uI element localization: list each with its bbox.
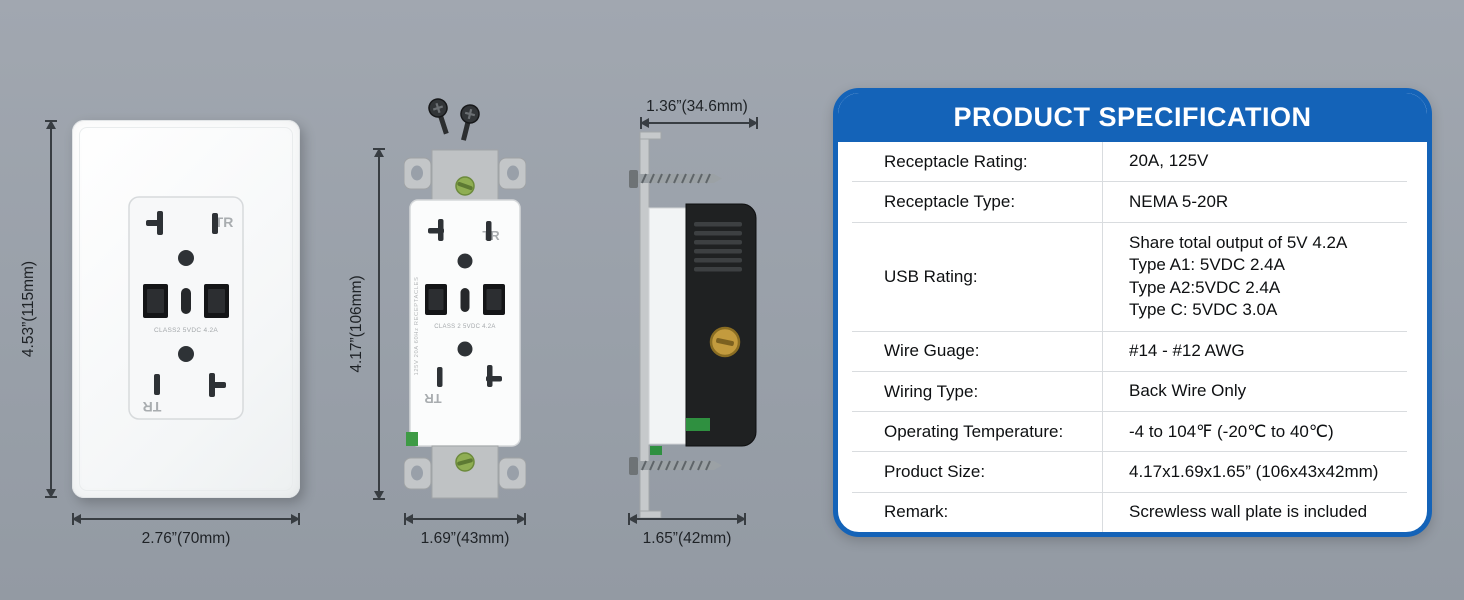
ground-terminal — [686, 418, 710, 431]
spec-label: Wiring Type: — [884, 381, 979, 401]
spec-row: Receptacle Type: NEMA 5-20R — [852, 182, 1407, 223]
side-width-dimension-line — [628, 513, 746, 525]
strap-width-dimension-line — [404, 513, 526, 525]
brass-terminal-screw — [709, 326, 741, 358]
spec-title: PRODUCT SPECIFICATION — [953, 102, 1312, 132]
screw-icon — [460, 104, 480, 141]
tr-marking-top: TR — [215, 214, 234, 230]
hot-slot-top — [486, 221, 492, 241]
spec-row: USB Rating: Share total output of 5V 4.2… — [852, 222, 1407, 332]
spec-row: Wire Guage: #14 - #12 AWG — [852, 331, 1407, 372]
side-depth-dimension-line — [640, 117, 758, 129]
spec-row: Product Size: 4.17x1.69x1.65” (106x43x42… — [852, 452, 1407, 493]
spec-row: Receptacle Rating: 20A, 125V — [852, 142, 1407, 183]
ground-hole-bottom — [457, 341, 473, 357]
side-ratings-caption: 125V 20A 60Hz RECEPTACLES — [414, 277, 420, 376]
usb-rating-line: Type C: 5VDC 3.0A — [1129, 300, 1278, 320]
spec-row: Wiring Type: Back Wire Only — [852, 371, 1407, 413]
spec-value: #14 - #12 AWG — [1102, 331, 1407, 371]
strap-width-dimension-label: 1.69”(43mm) — [420, 530, 510, 547]
spec-value: Share total output of 5V 4.2A Type A1: 5… — [1102, 222, 1407, 331]
side-width-dimension-label: 1.65”(42mm) — [642, 530, 732, 547]
front-height-dimension-label: 4.53”(115mm) — [20, 260, 37, 358]
usb-c-port — [181, 288, 191, 314]
hot-slot-top — [212, 213, 218, 234]
usb-c-port — [460, 288, 470, 312]
ground-hole-top — [457, 253, 473, 269]
strap-height-dimension-line — [373, 148, 385, 500]
spec-label: Operating Temperature: — [884, 421, 1064, 441]
front-width-dimension-label: 2.76”(70mm) — [141, 530, 231, 547]
usb-rating-line: Type A2:5VDC 2.4A — [1129, 277, 1281, 297]
neutral-t-slot-bottom — [209, 373, 226, 397]
outlet-front-view: TR CLASS2 5VDC 4.2A — [72, 120, 300, 498]
mounting-strap-bottom — [404, 445, 526, 499]
usb-rating-line: Type A1: 5VDC 2.4A — [1129, 255, 1285, 275]
usb-caption: CLASS 2 5VDC 4.2A — [434, 324, 495, 330]
tr-marking-bottom: TR — [424, 391, 442, 406]
usb-a-port-left — [143, 284, 168, 318]
spec-label: Product Size: — [884, 462, 986, 482]
front-height-dimension-line — [45, 120, 57, 498]
neutral-t-slot-top — [428, 219, 444, 241]
spec-value: Back Wire Only — [1102, 371, 1407, 412]
outlet-side-view — [629, 131, 757, 519]
usb-a-port-right — [204, 284, 229, 318]
outlet-body — [409, 199, 521, 447]
hot-slot-bottom — [154, 374, 160, 395]
mounting-screw-top — [629, 170, 722, 188]
ground-hole-bottom — [178, 346, 194, 362]
ground-hole-top — [178, 250, 194, 266]
spec-value: NEMA 5-20R — [1102, 182, 1407, 222]
spec-value: Screwless wall plate is included — [1102, 492, 1407, 532]
spec-value: 20A, 125V — [1102, 142, 1407, 182]
vent-louvers — [694, 222, 742, 272]
hot-slot-bottom — [437, 367, 443, 387]
strap-height-dimension-label: 4.17”(106mm) — [348, 275, 365, 373]
usb-a-port-right — [483, 284, 505, 315]
mounting-screws — [428, 98, 480, 141]
grounding-clip-side — [650, 446, 662, 455]
spec-table: Receptacle Rating: 20A, 125V Receptacle … — [838, 142, 1427, 532]
usb-rating-line: Share total output of 5V 4.2A — [1129, 232, 1348, 252]
outlet-face-front: TR CLASS2 5VDC 4.2A — [128, 196, 244, 420]
rear-housing — [685, 203, 757, 447]
neutral-t-slot-bottom — [486, 365, 502, 387]
product-spec-card: PRODUCT SPECIFICATION Receptacle Rating:… — [833, 88, 1432, 537]
outlet-front-edge — [648, 207, 687, 445]
neutral-t-slot-top — [146, 211, 163, 235]
spec-value: -4 to 104℉ (-20℃ to 40℃) — [1102, 412, 1407, 452]
side-depth-dimension-label: 1.36”(34.6mm) — [646, 98, 748, 115]
front-width-dimension-line — [72, 513, 300, 525]
outlet-strap-view: 125V 20A 60Hz RECEPTACLES TR CLASS 2 5VD… — [404, 149, 526, 499]
spec-label: USB Rating: — [884, 266, 978, 286]
screw-icon — [428, 98, 449, 135]
mounting-strap-top — [404, 149, 526, 203]
spec-row: Operating Temperature: -4 to 104℉ (-20℃ … — [852, 412, 1407, 453]
spec-label: Receptacle Rating: — [884, 151, 1028, 171]
usb-a-port-left — [425, 284, 447, 315]
tr-marking-bottom: TR — [143, 399, 162, 415]
spec-label: Remark: — [884, 502, 949, 522]
spec-label: Wire Guage: — [884, 341, 980, 361]
usb-caption: CLASS2 5VDC 4.2A — [154, 327, 218, 334]
mounting-screw-bottom — [629, 457, 722, 475]
spec-row: Remark: Screwless wall plate is included — [852, 492, 1407, 532]
self-grounding-clip — [406, 432, 418, 446]
spec-card-header: PRODUCT SPECIFICATION — [838, 93, 1427, 142]
spec-label: Receptacle Type: — [884, 191, 1016, 211]
spec-value: 4.17x1.69x1.65” (106x43x42mm) — [1102, 452, 1407, 492]
